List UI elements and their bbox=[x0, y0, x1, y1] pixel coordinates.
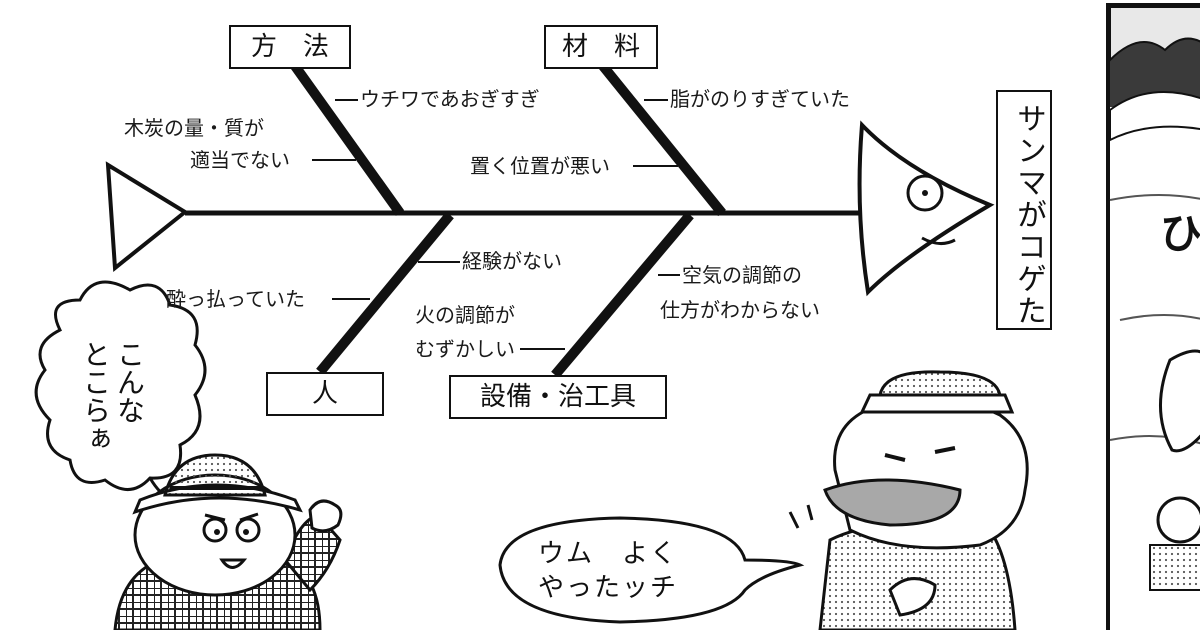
cause-person-1: 経験がない bbox=[462, 249, 562, 273]
effect-box: サンマがコゲた bbox=[996, 90, 1052, 330]
category-box-method: 方 法 bbox=[229, 25, 351, 69]
character-right bbox=[788, 370, 1029, 630]
cause-equipment-2-line1: 火の調節が bbox=[415, 303, 515, 327]
speech-bubble bbox=[498, 516, 805, 624]
bone-person bbox=[316, 211, 454, 376]
category-box-equipment: 設備・治工具 bbox=[449, 375, 667, 419]
category-box-material: 材 料 bbox=[544, 25, 658, 69]
bone-method bbox=[290, 63, 405, 216]
cause-equipment-1-line2: 仕方がわからない bbox=[660, 298, 820, 322]
cause-method-2-line1: 木炭の量・質が bbox=[124, 116, 264, 140]
character-left bbox=[113, 453, 343, 630]
cause-equipment-1-line1: 空気の調節の bbox=[682, 263, 802, 287]
thought-cloud bbox=[34, 280, 207, 491]
bone-material bbox=[599, 62, 726, 217]
cause-person-2: 酔っ払っていた bbox=[166, 287, 305, 311]
thought-cloud-text: こんな とこらぁ bbox=[79, 340, 146, 452]
cause-material-2: 置く位置が悪い bbox=[470, 154, 610, 178]
speech-bubble-line2: やったッチ bbox=[538, 573, 679, 603]
panel-partial-text: ひ bbox=[1160, 209, 1200, 258]
cause-method-1: ウチワであおぎすぎ bbox=[360, 87, 540, 111]
cause-material-1: 脂がのりすぎていた bbox=[670, 87, 850, 111]
speech-bubble-line1: ウム よく bbox=[538, 539, 679, 569]
cause-equipment-2-line2: むずかしい bbox=[415, 337, 515, 361]
bone-equipment bbox=[551, 211, 694, 379]
category-box-person: 人 bbox=[266, 372, 384, 416]
fish-tail bbox=[105, 161, 189, 272]
cause-method-2-line2: 適当でない bbox=[190, 148, 290, 172]
comic-panel-right bbox=[1106, 3, 1200, 630]
fish-mouth bbox=[921, 236, 956, 245]
